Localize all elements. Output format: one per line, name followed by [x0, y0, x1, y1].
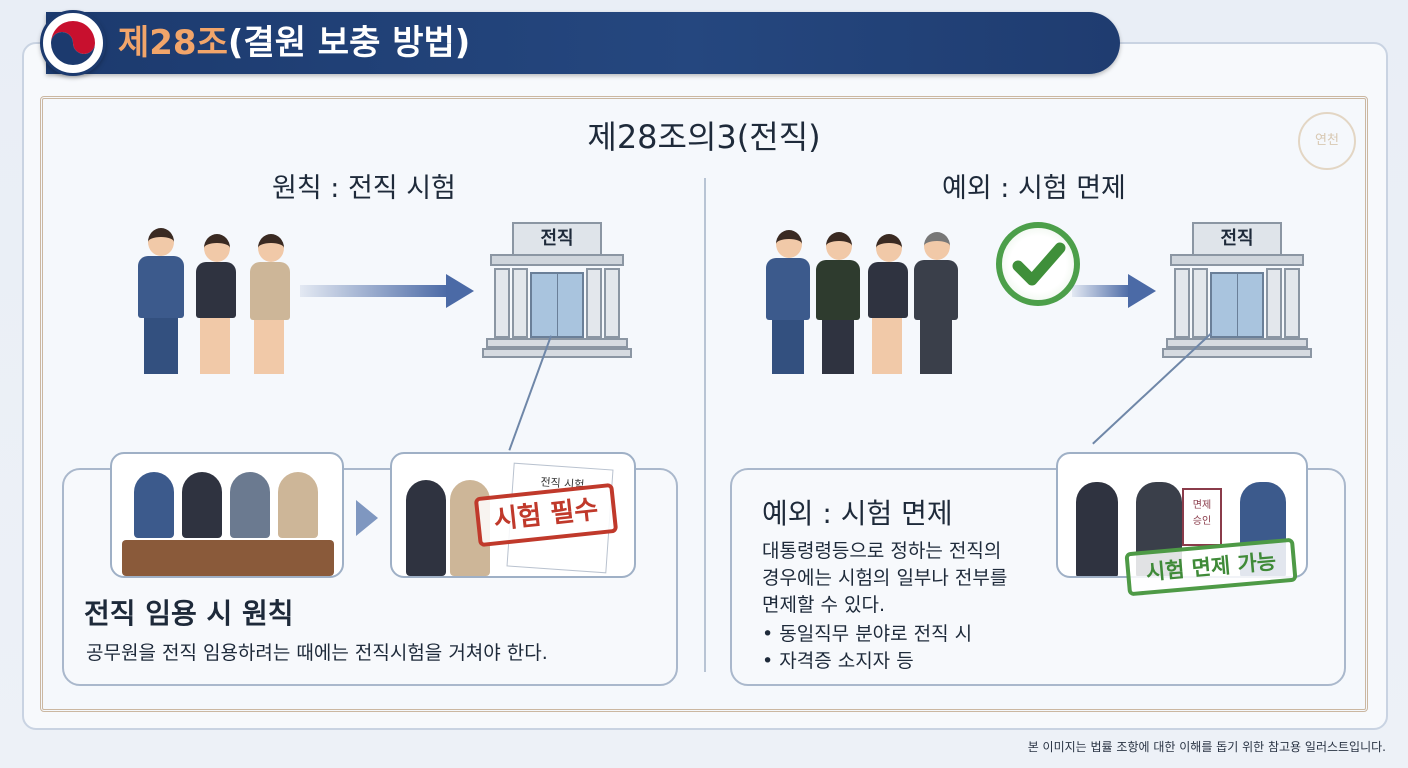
exempt-officials-illustration	[764, 228, 964, 378]
building-icon: 전직	[482, 222, 632, 362]
right-heading: 예외 : 시험 면제	[942, 173, 1126, 204]
exception-text: 대통령령등으로 정하는 전직의 경우에는 시험의 일부나 전부를 면제할 수 있…	[762, 538, 1007, 675]
building-icon: 전직	[1162, 222, 1312, 362]
walking-officials-illustration	[130, 226, 300, 382]
exam-panel-illustration	[110, 452, 344, 578]
government-emblem-icon	[40, 10, 106, 76]
building-sign: 전직	[1192, 222, 1282, 256]
principle-text: 공무원을 전직 임용하려는 때에는 전직시험을 거쳐야 한다.	[86, 642, 548, 664]
check-circle-icon	[996, 222, 1080, 306]
article-title: (결원 보충 방법)	[227, 23, 471, 63]
footnote: 본 이미지는 법률 조항에 대한 이해를 돕기 위한 참고용 일러스트입니다.	[1027, 740, 1386, 754]
building-sign: 전직	[512, 222, 602, 256]
seal-icon: 연천	[1298, 112, 1356, 170]
exception-heading: 예외 : 시험 면제	[762, 497, 953, 530]
arrow-right-icon	[356, 500, 378, 536]
page-title: 제28조(결원 보충 방법)	[118, 18, 470, 68]
exception-line: 면제할 수 있다.	[762, 594, 885, 616]
exception-bullet: • 자격증 소지자 등	[762, 650, 914, 672]
document-label: 승인	[1192, 516, 1212, 527]
exception-line: 경우에는 시험의 일부나 전부를	[762, 567, 1008, 589]
exception-bullet: • 동일직무 분야로 전직 시	[762, 623, 973, 645]
center-divider	[704, 178, 706, 672]
exception-line: 대통령령등으로 정하는 전직의	[762, 540, 1002, 562]
arrow-right-icon	[446, 274, 474, 308]
arrow-right-icon	[1128, 274, 1156, 308]
exemption-document: 면제 승인	[1182, 488, 1222, 546]
arrow-right-icon	[300, 285, 448, 297]
arrow-right-icon	[1072, 285, 1130, 297]
main-title: 제28조의3(전직)	[587, 118, 821, 156]
left-heading: 원칙 : 전직 시험	[272, 173, 456, 204]
document-label: 면제	[1192, 500, 1212, 511]
article-number: 제28조	[118, 23, 228, 63]
header-bar	[46, 12, 1120, 74]
principle-heading: 전직 임용 시 원칙	[84, 597, 294, 630]
